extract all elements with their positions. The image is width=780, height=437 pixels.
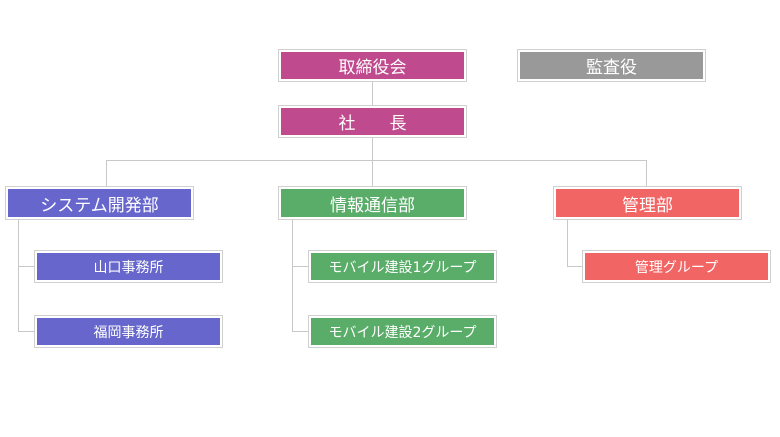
connector-system-child-1	[18, 266, 35, 267]
president-box: 社 長	[278, 105, 467, 138]
connector-admin-child-1	[567, 266, 584, 267]
connector-telecom-child-1	[292, 266, 309, 267]
connector-board-president	[372, 81, 373, 106]
board-of-directors-box: 取締役会	[278, 49, 467, 82]
connector-admin-vertical	[567, 219, 568, 267]
mobile-construction-group-1-box: モバイル建設1グループ	[308, 250, 497, 283]
connector-bus-dept-telecom	[372, 160, 373, 186]
auditor-box: 監査役	[517, 49, 706, 82]
fukuoka-office-box: 福岡事務所	[34, 315, 223, 348]
connector-telecom-child-2	[292, 331, 309, 332]
connector-horizontal-bus	[106, 160, 647, 161]
connector-bus-dept-system	[106, 160, 107, 186]
admin-group-box: 管理グループ	[582, 250, 771, 283]
dept-admin-box: 管理部	[553, 186, 742, 220]
connector-system-vertical	[18, 219, 19, 332]
mobile-construction-group-2-box: モバイル建設2グループ	[308, 315, 497, 348]
dept-system-development-box: システム開発部	[5, 186, 194, 220]
connector-bus-dept-admin	[646, 160, 647, 186]
dept-telecom-box: 情報通信部	[278, 186, 467, 220]
yamaguchi-office-box: 山口事務所	[34, 250, 223, 283]
connector-telecom-vertical	[292, 219, 293, 332]
connector-president-bus	[372, 137, 373, 160]
connector-system-child-2	[18, 331, 35, 332]
